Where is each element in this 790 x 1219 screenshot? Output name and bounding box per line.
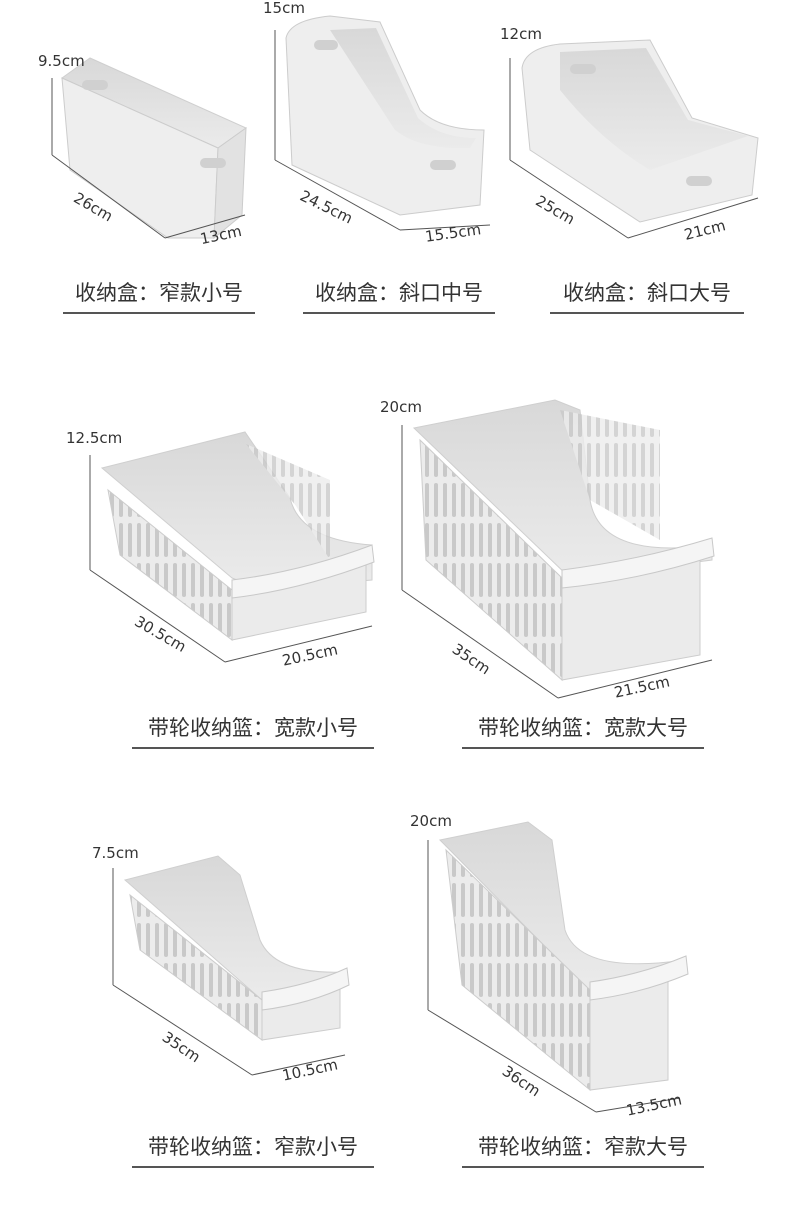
wheeled-basket-wide-small <box>89 431 375 663</box>
storage-box-slanted-large <box>509 39 759 239</box>
height-label: 20cm <box>410 812 452 830</box>
product-caption: 带轮收纳篮：宽款大号 <box>462 718 704 749</box>
wheeled-basket-narrow-small <box>112 855 350 1076</box>
product-caption: 带轮收纳篮：窄款小号 <box>132 1137 374 1168</box>
storage-box-slanted-medium <box>274 15 491 231</box>
product-caption: 带轮收纳篮：宽款小号 <box>132 718 374 749</box>
product-caption: 带轮收纳篮：窄款大号 <box>462 1137 704 1168</box>
height-label: 12cm <box>500 25 542 43</box>
product-caption: 收纳盒：斜口大号 <box>550 283 744 314</box>
wheeled-basket-narrow-large <box>427 821 689 1113</box>
product-caption: 收纳盒：窄款小号 <box>63 283 255 314</box>
height-label: 15cm <box>263 0 305 17</box>
height-label: 7.5cm <box>92 844 139 862</box>
product-caption: 收纳盒：斜口中号 <box>303 283 495 314</box>
wheeled-basket-wide-large <box>401 399 715 699</box>
storage-box-narrow-small <box>51 57 247 240</box>
height-label: 9.5cm <box>38 52 85 70</box>
height-label: 20cm <box>380 398 422 416</box>
height-label: 12.5cm <box>66 429 123 447</box>
